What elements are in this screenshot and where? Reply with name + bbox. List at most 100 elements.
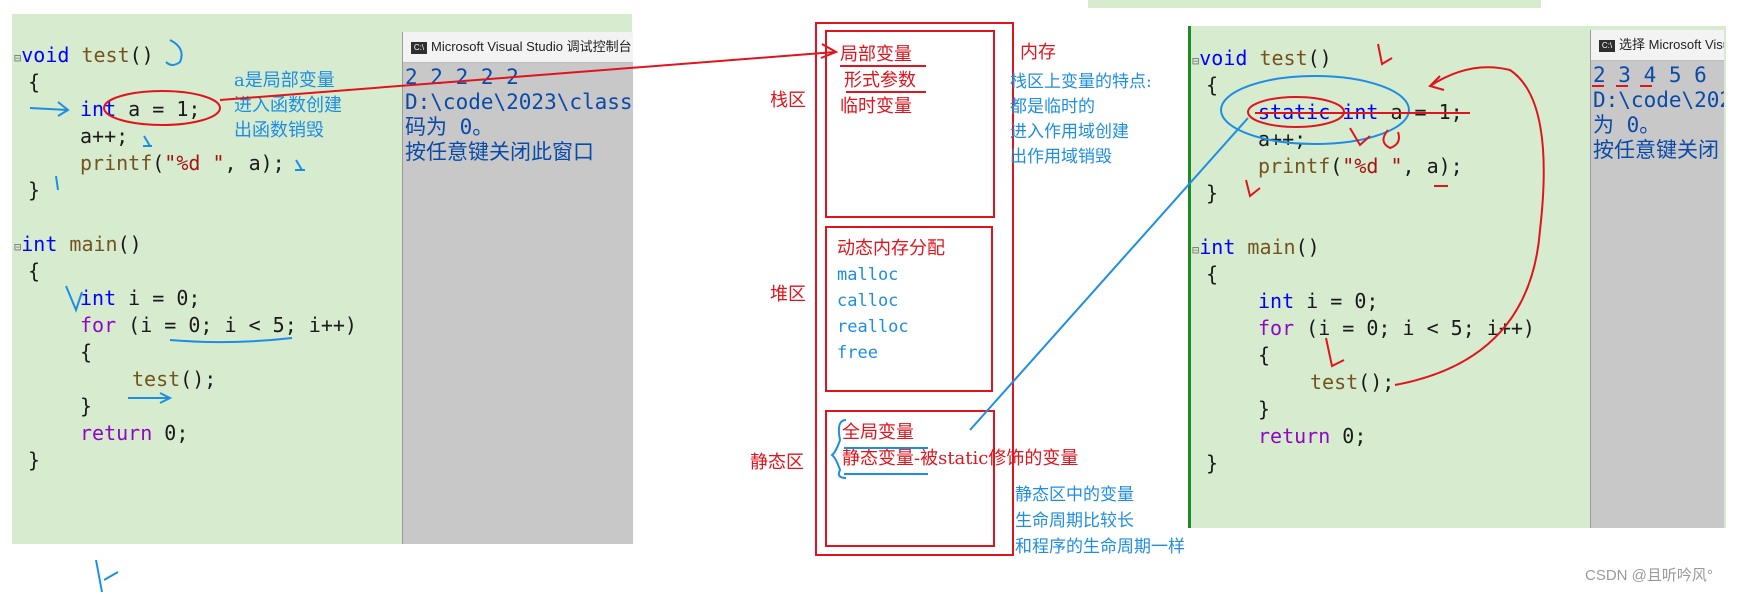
note-line: 静态区中的变量 (1015, 485, 1134, 505)
stack-items: 局部变量 形式参数 临时变量 (840, 42, 916, 120)
note-line: 出函数销毁 (234, 120, 324, 141)
memory-outer-box (815, 22, 1014, 556)
code-line: for (i = 0; i < 5; i++) (80, 313, 357, 337)
console-title-bar[interactable]: C:\ Microsoft Visual Studio 调试控制台 (403, 32, 633, 63)
console-line: 为 0。 (1593, 113, 1661, 137)
heap-item: free (837, 343, 878, 363)
note-line: 进入函数创建 (234, 95, 342, 116)
console-title-bar[interactable]: C:\ 选择 Microsoft Visu (1591, 30, 1724, 61)
left-blue-mark (55, 175, 59, 191)
left-console-window: C:\ Microsoft Visual Studio 调试控制台 2 2 2 2… (402, 32, 633, 544)
static-brace (830, 419, 847, 479)
bottom-blue-mark (95, 559, 119, 593)
code-line: { (28, 259, 41, 283)
right-red-mark (1349, 127, 1371, 147)
stack-label: 栈区 (770, 90, 806, 111)
code-line: test(); (1310, 370, 1395, 394)
static-item-row: 静态变量-被static修饰的变量 (842, 446, 1078, 472)
static-notes: 静态区中的变量 生命周期比较长 和程序的生命周期一样 (1015, 482, 1185, 560)
static-note: -被static修饰的变量 (914, 448, 1079, 469)
stack-item: 形式参数 (844, 70, 916, 91)
console-line: 按任意键关闭此窗口 (405, 140, 594, 164)
console-line: 2 3 4 5 6 (1593, 63, 1707, 87)
code-line: } (28, 448, 41, 472)
stack-box (825, 30, 995, 218)
code-line: a++; (80, 124, 129, 148)
code-line: ⊟void test() (14, 43, 154, 67)
left-note: a是局部变量 进入函数创建 出函数销毁 (234, 68, 342, 143)
static-to-static-zone-line (969, 117, 1249, 431)
watermark: CSDN @且听吟风° (1585, 567, 1713, 584)
code-line: return 0; (80, 421, 189, 445)
note-line: 都是临时的 (1010, 97, 1095, 117)
code-line: { (80, 340, 93, 364)
note-line: 生命周期比较长 (1015, 511, 1134, 531)
code-line: { (1206, 73, 1219, 97)
static-box (825, 410, 995, 547)
fn-test: test (81, 43, 130, 67)
top-strip (1088, 0, 1541, 8)
heap-box (825, 226, 993, 392)
left-a-circle (103, 90, 221, 126)
code-line: printf("%d ", a); (1258, 154, 1463, 178)
stack-item: 临时变量 (840, 96, 912, 117)
left-arrow-to-stack (219, 51, 836, 101)
console-line: D:\code\202 (1593, 88, 1724, 112)
code-line: } (1206, 181, 1219, 205)
heap-items: 动态内存分配 malloc calloc realloc free (837, 236, 945, 366)
left-for-underline (169, 337, 293, 344)
code-line: } (1258, 397, 1271, 421)
console-app-icon: C:\ (1599, 39, 1615, 52)
static-item: 全局变量 (842, 422, 914, 443)
stack-item: 局部变量 (840, 44, 912, 65)
code-line: ⊟int main() (14, 232, 142, 256)
code-line: int i = 0; (80, 286, 201, 310)
left-blue-mark (143, 135, 152, 147)
left-test-arrow (128, 392, 173, 404)
code-line: return 0; (1258, 424, 1367, 448)
note-line: 出作用域销毁 (1010, 147, 1112, 167)
code-line: } (28, 178, 41, 202)
code-line: } (1206, 451, 1219, 475)
code-line: ⊟int main() (1192, 235, 1320, 259)
left-arrow-head (820, 43, 839, 59)
code-line: ⊟void test() (1192, 46, 1332, 70)
console-line: 码为 0。 (405, 115, 494, 139)
right-red-arrow (1377, 43, 1393, 66)
static-items: 全局变量 静态变量-被static修饰的变量 (842, 420, 1078, 472)
stack-notes: 栈区上变量的特点: 都是临时的 进入作用域创建 出作用域销毁 (1010, 70, 1152, 170)
heap-title: 动态内存分配 (837, 238, 945, 259)
console-app-icon: C:\ (411, 41, 427, 54)
static-item: 静态变量 (842, 448, 914, 469)
console-line: D:\code\2023\class (405, 90, 633, 114)
heap-item: realloc (837, 317, 909, 337)
note-line: 进入作用域创建 (1010, 122, 1129, 142)
left-blue-mark (295, 159, 305, 171)
memory-title: 内存 (1020, 42, 1056, 63)
console-title: Microsoft Visual Studio 调试控制台 (431, 39, 632, 54)
heap-item: calloc (837, 291, 899, 311)
right-red-mark (1245, 179, 1261, 198)
code-line: int i = 0; (1258, 289, 1379, 313)
note-line: a是局部变量 (234, 70, 335, 91)
console-line: 按任意键关闭 (1593, 138, 1719, 162)
code-line: { (1258, 343, 1271, 367)
code-line: } (80, 394, 93, 418)
right-loop-arrow (1394, 66, 1545, 386)
left-blue-arrow (29, 101, 70, 117)
code-line: for (i = 0; i < 5; i++) (1258, 316, 1535, 340)
right-red-mark (1382, 129, 1400, 150)
console-title: 选择 Microsoft Visu (1619, 37, 1724, 52)
code-line: { (28, 70, 41, 94)
heap-item: malloc (837, 265, 899, 285)
heap-label: 堆区 (770, 284, 806, 305)
code-line: int a = 1; (80, 97, 201, 121)
right-red-mark (1325, 337, 1345, 368)
kw-void: void (21, 43, 70, 67)
right-static-ellipse (1220, 75, 1410, 145)
left-blue-check (165, 39, 183, 66)
